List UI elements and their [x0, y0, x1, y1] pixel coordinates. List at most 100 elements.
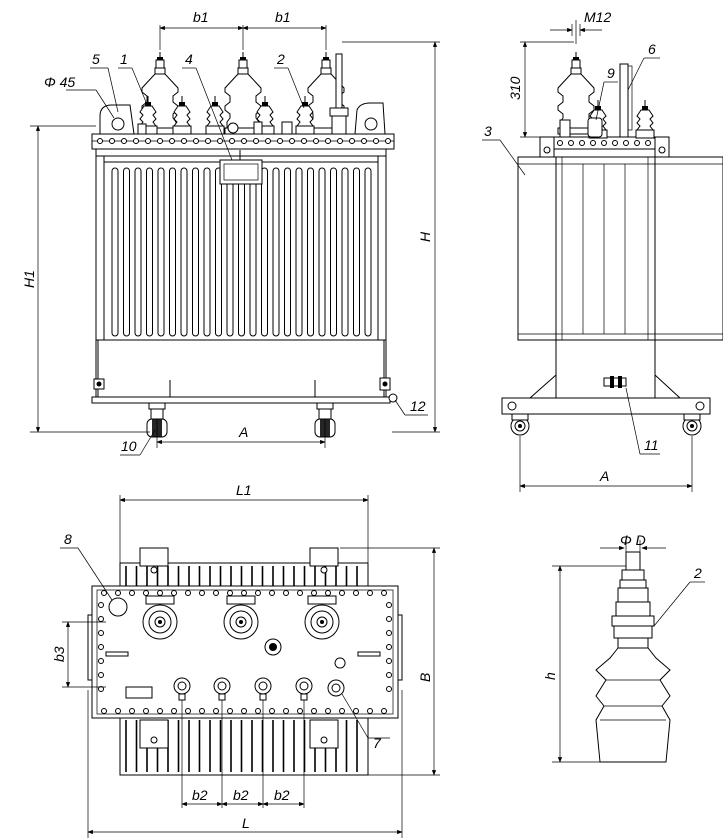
cover-bolt — [205, 138, 211, 144]
top-view — [87, 547, 403, 776]
cover-bolt — [339, 708, 345, 714]
cover-bolt — [217, 138, 223, 144]
cover-bolt — [367, 708, 373, 714]
callout-6: 6 — [648, 41, 656, 57]
cover-bolt — [213, 590, 219, 596]
radiator-fin — [157, 167, 165, 337]
callout-7: 7 — [373, 735, 382, 751]
cover-bolt — [283, 708, 289, 714]
cover-bolt — [143, 708, 149, 714]
callout-1: 1 — [120, 51, 128, 67]
cover-bolt — [311, 708, 317, 714]
cover-bolt — [289, 138, 295, 144]
radiator-fin — [295, 167, 303, 337]
callout-2: 2 — [276, 51, 285, 67]
radiator-fin — [215, 167, 222, 337]
radiator-fin — [284, 167, 291, 337]
cover-bolt — [115, 590, 121, 596]
dim-L: L — [242, 815, 250, 831]
cover-bolt — [255, 708, 261, 714]
cover-bolt — [255, 590, 261, 596]
cover-bolt — [386, 644, 392, 650]
radiator-fin — [146, 167, 153, 337]
cover-bolt — [381, 590, 387, 596]
dim-H: H — [417, 231, 433, 242]
dim-b3: b3 — [51, 646, 67, 662]
cover-bolt — [115, 708, 121, 714]
dim-310: 310 — [507, 76, 523, 100]
dim-L1: L1 — [236, 482, 252, 498]
cover-bolt — [185, 708, 191, 714]
callout-9: 9 — [607, 65, 615, 81]
callout-3: 3 — [484, 123, 492, 139]
cover-bolt — [381, 708, 387, 714]
callout-12: 12 — [410, 398, 426, 414]
cover-bolt — [337, 138, 343, 144]
cover-bolt — [185, 590, 191, 596]
dim-b1-right: b1 — [275, 9, 291, 25]
callout-8: 8 — [64, 531, 72, 547]
cover-bolt — [169, 138, 175, 144]
cover-bolt — [623, 140, 629, 146]
cover-bolt — [277, 138, 283, 144]
cover-bolt — [349, 138, 355, 144]
cover-bolt — [241, 708, 247, 714]
radiator-fin — [123, 167, 130, 337]
cover-bolt — [98, 602, 104, 608]
cover-bolt — [199, 708, 205, 714]
callout-11: 11 — [644, 437, 659, 453]
cover-bolt — [325, 708, 331, 714]
cover-bolt — [313, 138, 319, 144]
cover-bolt — [373, 138, 379, 144]
cover-bolt — [171, 590, 177, 596]
radiator-fin — [364, 167, 372, 337]
cover-bolt — [98, 672, 104, 678]
top-dimensions: L1 B b3 b2 b2 b2 L 8 7 — [51, 482, 440, 838]
cover-bolt — [385, 138, 391, 144]
cover-bolt — [133, 138, 139, 144]
dim-M12: M12 — [584, 9, 611, 25]
cover-bolt — [301, 138, 307, 144]
cover-bolt — [283, 590, 289, 596]
cover-bolt — [157, 590, 163, 596]
cover-bolt — [98, 658, 104, 664]
cover-bolt — [98, 686, 104, 692]
dim-b2-1: b2 — [192, 787, 208, 803]
dim-b1-left: b1 — [193, 9, 209, 25]
radiator-fin — [180, 167, 188, 337]
radiator-fin — [249, 167, 257, 337]
cover-bolt — [297, 708, 303, 714]
cover-bolt — [101, 708, 107, 714]
cover-bolt — [579, 140, 585, 146]
cover-bolt — [367, 590, 373, 596]
cover-bolt — [634, 140, 640, 146]
cover-bolt — [157, 138, 163, 144]
cover-bolt — [98, 644, 104, 650]
cover-bolt — [241, 138, 247, 144]
cover-bolt — [557, 140, 563, 146]
cover-bolt — [568, 140, 574, 146]
cover-bolt — [386, 616, 392, 622]
cover-bolt — [353, 590, 359, 596]
cover-bolt — [227, 708, 233, 714]
cover-bolt — [199, 590, 205, 596]
cover-bolt — [145, 138, 151, 144]
cover-bolt — [311, 590, 317, 596]
dim-phiD: Φ D — [620, 532, 646, 548]
cover-bolt — [157, 708, 163, 714]
cover-bolt — [386, 602, 392, 608]
cover-bolt — [325, 138, 331, 144]
dim-phi45: Φ 45 — [44, 74, 75, 90]
cover-bolt — [227, 590, 233, 596]
cover-bolt — [269, 590, 275, 596]
dim-B: B — [417, 673, 433, 682]
cover-bolt — [129, 590, 135, 596]
cover-bolt — [143, 590, 149, 596]
radiator-fin — [330, 167, 337, 337]
radiator-fin — [203, 167, 211, 337]
radiator-fin — [318, 167, 326, 337]
cover-bolt — [97, 138, 103, 144]
cover-bolt — [109, 138, 115, 144]
front-dimensions: b1 b1 H H1 A Φ 45 5 1 4 2 10 12 — [21, 9, 440, 456]
cover-bolt — [386, 672, 392, 678]
